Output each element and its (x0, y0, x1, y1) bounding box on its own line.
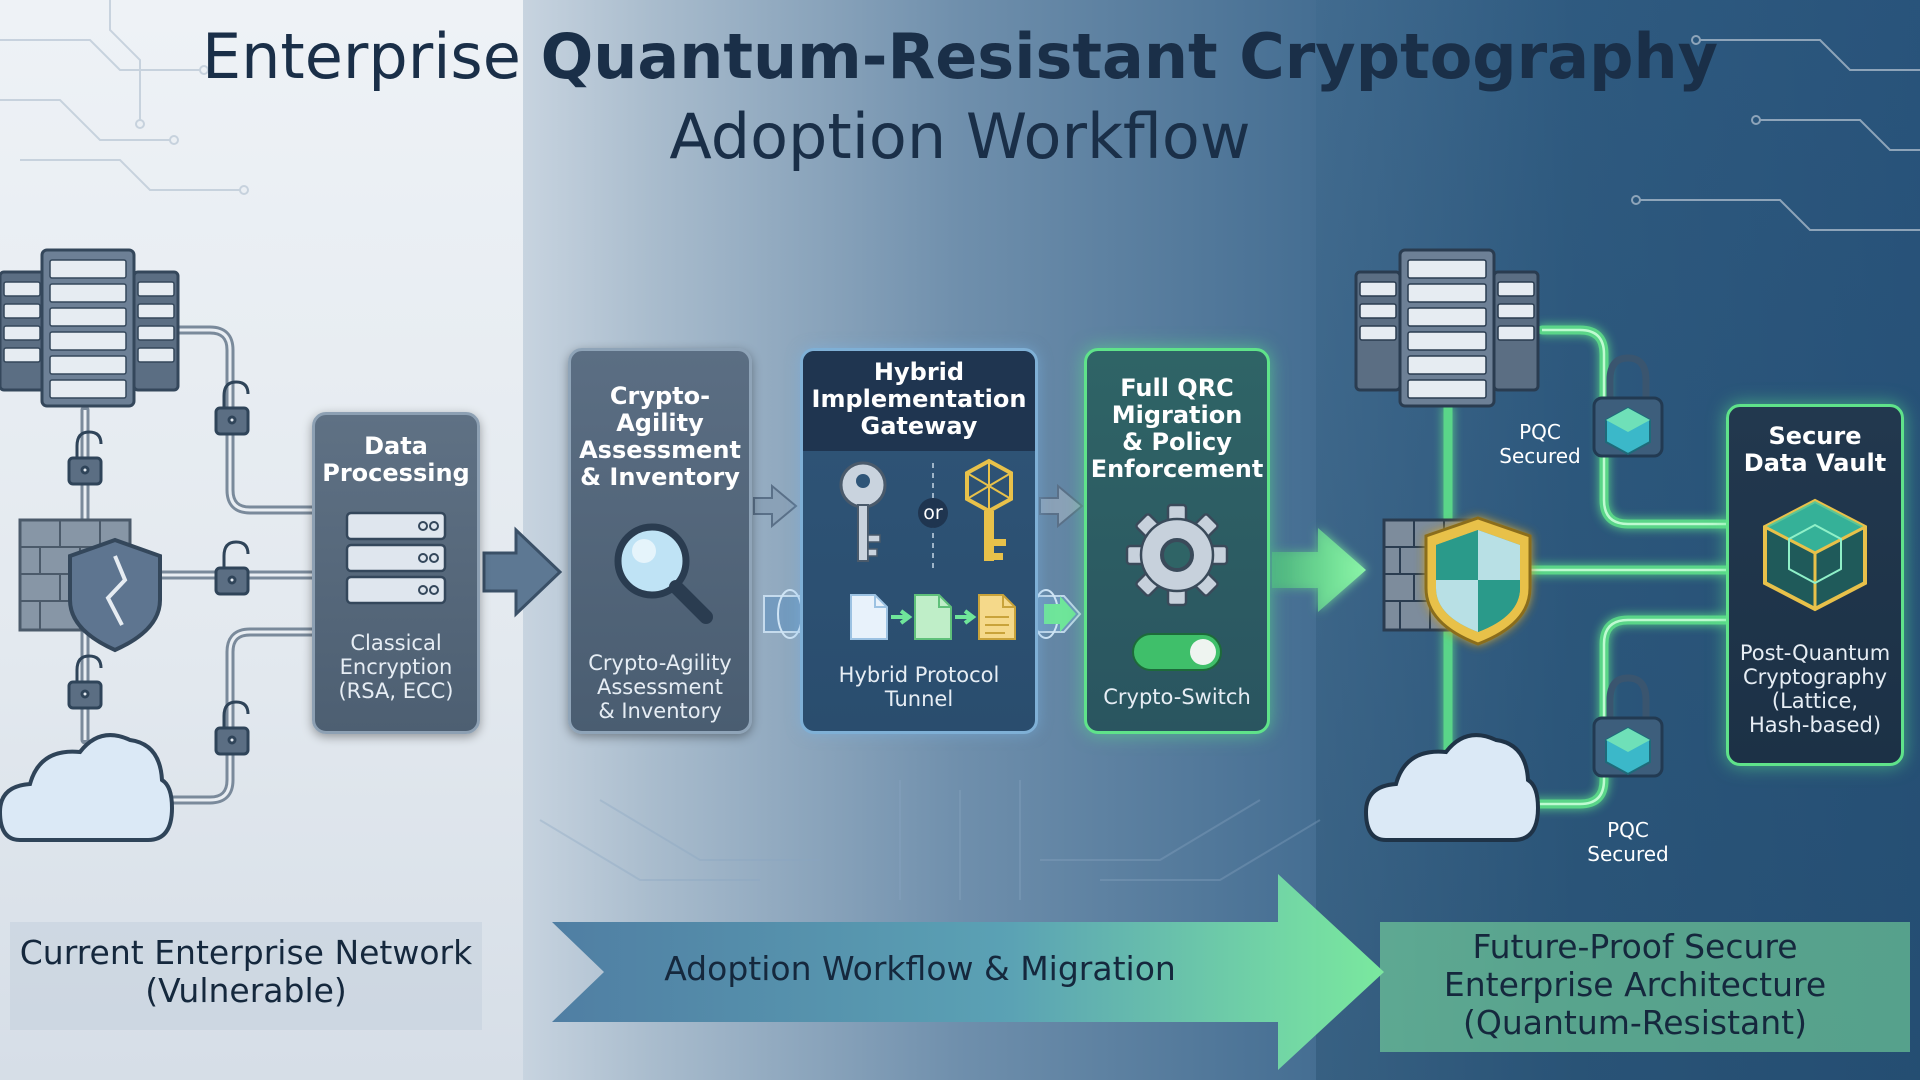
key-choice-graphic (839, 458, 1013, 571)
crypto-switch-toggle[interactable] (1132, 633, 1222, 671)
circuit-traces (0, 0, 1920, 231)
magnifier-icon (614, 523, 713, 624)
adoption-workflow-banner: Adoption Workflow & Migration (664, 949, 1176, 988)
assessment-title: Crypto-Agility Assessment & Inventory (579, 382, 741, 491)
pqc-secured-label-bottom: PQC Secured (1587, 818, 1669, 866)
secured-server-rack-icon (1354, 248, 1540, 408)
secured-cloud-icon (1363, 733, 1541, 842)
crypto-switch-label: Crypto-Switch (1103, 685, 1251, 709)
classical-key-icon (839, 461, 887, 562)
document-icon (914, 594, 952, 640)
bottom-traces (539, 780, 1321, 900)
vault-subtitle: Post-Quantum Cryptography (Lattice, Hash… (1739, 641, 1891, 737)
assessment-card: Crypto-Agility Assessment & Inventory Cr… (568, 348, 752, 734)
green-flow-arrow (1272, 528, 1366, 612)
server-rack-icon (0, 248, 180, 408)
lattice-cube-icon (1763, 498, 1867, 612)
toggle-knob (1190, 639, 1216, 665)
data-processing-subtitle: Classical Encryption (RSA, ECC) (338, 631, 454, 703)
stage-arrow (482, 526, 563, 618)
pqc-padlock-icon (1592, 354, 1664, 778)
hybrid-header (803, 351, 1035, 451)
gear-icon (1125, 503, 1229, 607)
stage-arrow-small (753, 483, 1084, 529)
open-padlock-icon (67, 380, 250, 756)
assessment-subtitle: Crypto-Agility Assessment & Inventory (588, 651, 732, 723)
secure-vault-card: Secure Data Vault Post-Quantum Cryptogra… (1726, 404, 1904, 766)
document-icon (978, 594, 1016, 640)
document-flow-icons (850, 594, 1016, 640)
migration-title: Full QRC Migration & Policy Enforcement (1090, 374, 1264, 483)
title-line-2: Adoption Workflow (669, 100, 1251, 173)
or-label: or (923, 502, 943, 524)
vault-title: Secure Data Vault (1743, 422, 1887, 477)
left-banner-bg (10, 922, 482, 1030)
migration-banner-arrow (552, 874, 1384, 1070)
document-icon (850, 594, 888, 640)
hybrid-gateway-card: Hybrid Implementation Gateway or (800, 348, 1038, 734)
hybrid-subtitle: Hybrid Protocol Tunnel (838, 663, 1000, 711)
current-network-banner: Current Enterprise Network (Vulnerable) (19, 933, 473, 1010)
quantum-shield-icon (1424, 516, 1532, 646)
hybrid-title: Hybrid Implementation Gateway (811, 358, 1027, 440)
data-processing-title: Data Processing (322, 432, 470, 487)
title-line-1: Enterprise Quantum-Resistant Cryptograph… (201, 20, 1719, 93)
cloud-icon (0, 733, 175, 842)
data-processing-card: Data Processing Classical Encryption (RS… (312, 412, 480, 734)
storage-server-icon (345, 511, 447, 605)
pqc-secured-label-top: PQC Secured (1499, 420, 1581, 468)
quantum-key-icon (965, 458, 1013, 561)
migration-card: Full QRC Migration & Policy Enforcement … (1084, 348, 1270, 734)
broken-shield-icon (68, 537, 162, 653)
right-banner-bg (1380, 922, 1910, 1052)
future-proof-banner: Future-Proof Secure Enterprise Architect… (1443, 927, 1827, 1042)
